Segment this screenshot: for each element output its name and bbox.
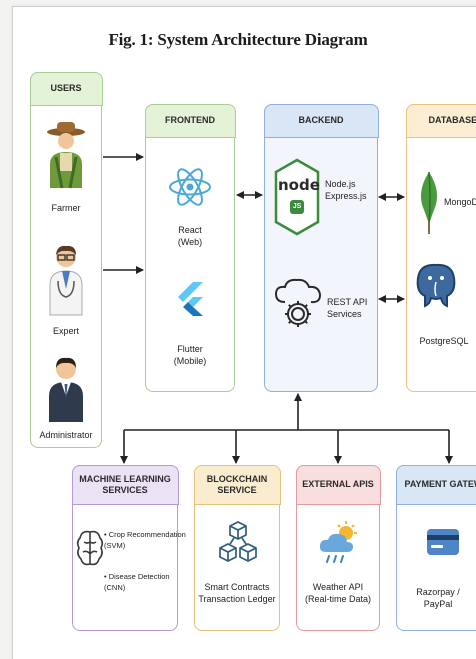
mongodb-label: MongoD bbox=[444, 196, 476, 208]
database-header: DATABASE bbox=[406, 104, 476, 138]
rest-api-services: Services bbox=[327, 308, 367, 320]
database-header-text: DATABASE bbox=[429, 115, 476, 125]
backend-header: BACKEND bbox=[264, 104, 379, 138]
rest-api-cloud-gear-icon bbox=[273, 278, 323, 334]
rest-api-label: REST API Services bbox=[327, 296, 367, 320]
expert-icon bbox=[48, 245, 84, 315]
backend-box: BACKEND bbox=[264, 104, 378, 392]
expert-label: Expert bbox=[30, 325, 102, 337]
razorpay: Razorpay / bbox=[400, 586, 476, 598]
payment-header-text: PAYMENT GATEWA bbox=[405, 479, 476, 489]
external-apis-header: EXTERNAL APIS bbox=[296, 465, 381, 505]
disease-detection-model: (CNN) bbox=[104, 583, 170, 594]
nodejs-name: Node.js bbox=[325, 178, 367, 190]
react-sub: (Web) bbox=[145, 236, 235, 248]
ml-header-line1: MACHINE LEARNING bbox=[79, 474, 171, 484]
blockchain-header-line1: BLOCKCHAIN bbox=[207, 474, 268, 484]
express-name: Express.js bbox=[325, 190, 367, 202]
crop-recommendation: • Crop Recommendation bbox=[104, 530, 186, 541]
flutter-label: Flutter (Mobile) bbox=[145, 343, 235, 367]
postgresql-icon bbox=[414, 262, 458, 308]
react-icon bbox=[168, 165, 212, 209]
paypal: PayPal bbox=[400, 598, 476, 610]
ml-disease-label: • Disease Detection (CNN) bbox=[104, 572, 170, 594]
weather-realtime: (Real-time Data) bbox=[296, 593, 380, 605]
frontend-header: FRONTEND bbox=[145, 104, 236, 138]
farmer-icon bbox=[46, 122, 86, 188]
weather-api: Weather API bbox=[296, 581, 380, 593]
administrator-icon bbox=[48, 356, 84, 422]
payment-label: Razorpay / PayPal bbox=[400, 586, 476, 610]
brain-icon bbox=[76, 528, 104, 568]
smart-contracts: Smart Contracts bbox=[194, 581, 280, 593]
ml-crop-label: • Crop Recommendation (SVM) bbox=[104, 530, 186, 552]
blockchain-cubes-icon bbox=[218, 520, 258, 566]
crop-recommendation-model: (SVM) bbox=[104, 541, 186, 552]
disease-detection: • Disease Detection bbox=[104, 572, 170, 583]
blockchain-header-line2: SERVICE bbox=[217, 485, 256, 495]
nodejs-label: Node.js Express.js bbox=[325, 178, 367, 202]
users-header: USERS bbox=[30, 72, 103, 106]
credit-card-icon bbox=[426, 528, 460, 556]
ml-services-header: MACHINE LEARNING SERVICES bbox=[72, 465, 179, 505]
nodejs-icon bbox=[274, 158, 320, 236]
postgresql-label: PostgreSQL bbox=[406, 335, 476, 347]
administrator-label: Administrator bbox=[30, 429, 102, 441]
weather-icon bbox=[318, 520, 360, 566]
flutter-icon bbox=[176, 282, 204, 316]
database-box: DATABASE bbox=[406, 104, 476, 392]
flutter-sub: (Mobile) bbox=[145, 355, 235, 367]
react-label: React (Web) bbox=[145, 224, 235, 248]
ml-header-line2: SERVICES bbox=[102, 485, 147, 495]
flutter-name: Flutter bbox=[145, 343, 235, 355]
weather-api-label: Weather API (Real-time Data) bbox=[296, 581, 380, 605]
blockchain-header: BLOCKCHAIN SERVICE bbox=[194, 465, 281, 505]
payment-gateway-header: PAYMENT GATEWA bbox=[396, 465, 476, 505]
nodejs-logo-sub: JS bbox=[290, 200, 304, 214]
mongodb-icon bbox=[418, 172, 440, 234]
rest-api-name: REST API bbox=[327, 296, 367, 308]
farmer-label: Farmer bbox=[30, 202, 102, 214]
blockchain-label: Smart Contracts Transaction Ledger bbox=[194, 581, 280, 605]
react-name: React bbox=[145, 224, 235, 236]
nodejs-logo-text: node bbox=[278, 176, 316, 194]
transaction-ledger: Transaction Ledger bbox=[194, 593, 280, 605]
